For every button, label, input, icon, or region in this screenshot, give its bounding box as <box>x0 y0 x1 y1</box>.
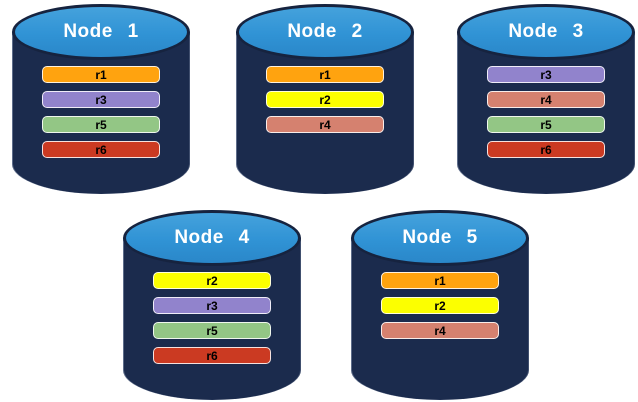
node-5-cylinder: Node 5 r1 r2 r4 <box>351 210 529 400</box>
node-1-cylinder-top: Node 1 <box>12 4 190 60</box>
replica-bar-r4: r4 <box>266 116 384 133</box>
node-2-cylinder: Node 2 r1 r2 r4 <box>236 4 414 194</box>
replica-bar-r6: r6 <box>153 347 271 364</box>
node-1-cylinder: Node 1 r1 r3 r5 r6 <box>12 4 190 194</box>
node-1-title: Node 1 <box>63 21 139 42</box>
node-5-title: Node 5 <box>402 227 478 248</box>
replica-bar-r4: r4 <box>381 322 499 339</box>
node-2-title: Node 2 <box>287 21 363 42</box>
replica-bar-r3: r3 <box>487 66 605 83</box>
node-4-replica-list: r2 r3 r5 r6 <box>123 272 301 364</box>
node-3-cylinder-top: Node 3 <box>457 4 635 60</box>
replica-bar-r3: r3 <box>153 297 271 314</box>
node-5-replica-list: r1 r2 r4 <box>351 272 529 339</box>
replica-bar-r1: r1 <box>266 66 384 83</box>
node-4-cylinder: Node 4 r2 r3 r5 r6 <box>123 210 301 400</box>
replica-bar-r6: r6 <box>42 141 160 158</box>
replica-bar-r3: r3 <box>42 91 160 108</box>
replica-bar-r5: r5 <box>487 116 605 133</box>
node-4-cylinder-top: Node 4 <box>123 210 301 266</box>
node-2-replica-list: r1 r2 r4 <box>236 66 414 133</box>
node-5-cylinder-top: Node 5 <box>351 210 529 266</box>
replica-bar-r6: r6 <box>487 141 605 158</box>
replica-bar-r2: r2 <box>266 91 384 108</box>
replica-bar-r1: r1 <box>381 272 499 289</box>
replica-bar-r4: r4 <box>487 91 605 108</box>
node-2-cylinder-top: Node 2 <box>236 4 414 60</box>
replica-bar-r5: r5 <box>42 116 160 133</box>
replica-bar-r1: r1 <box>42 66 160 83</box>
replica-bar-r5: r5 <box>153 322 271 339</box>
node-1-replica-list: r1 r3 r5 r6 <box>12 66 190 158</box>
node-3-title: Node 3 <box>508 21 584 42</box>
node-3-cylinder: Node 3 r3 r4 r5 r6 <box>457 4 635 194</box>
replica-bar-r2: r2 <box>381 297 499 314</box>
replica-bar-r2: r2 <box>153 272 271 289</box>
node-3-replica-list: r3 r4 r5 r6 <box>457 66 635 158</box>
node-4-title: Node 4 <box>174 227 250 248</box>
